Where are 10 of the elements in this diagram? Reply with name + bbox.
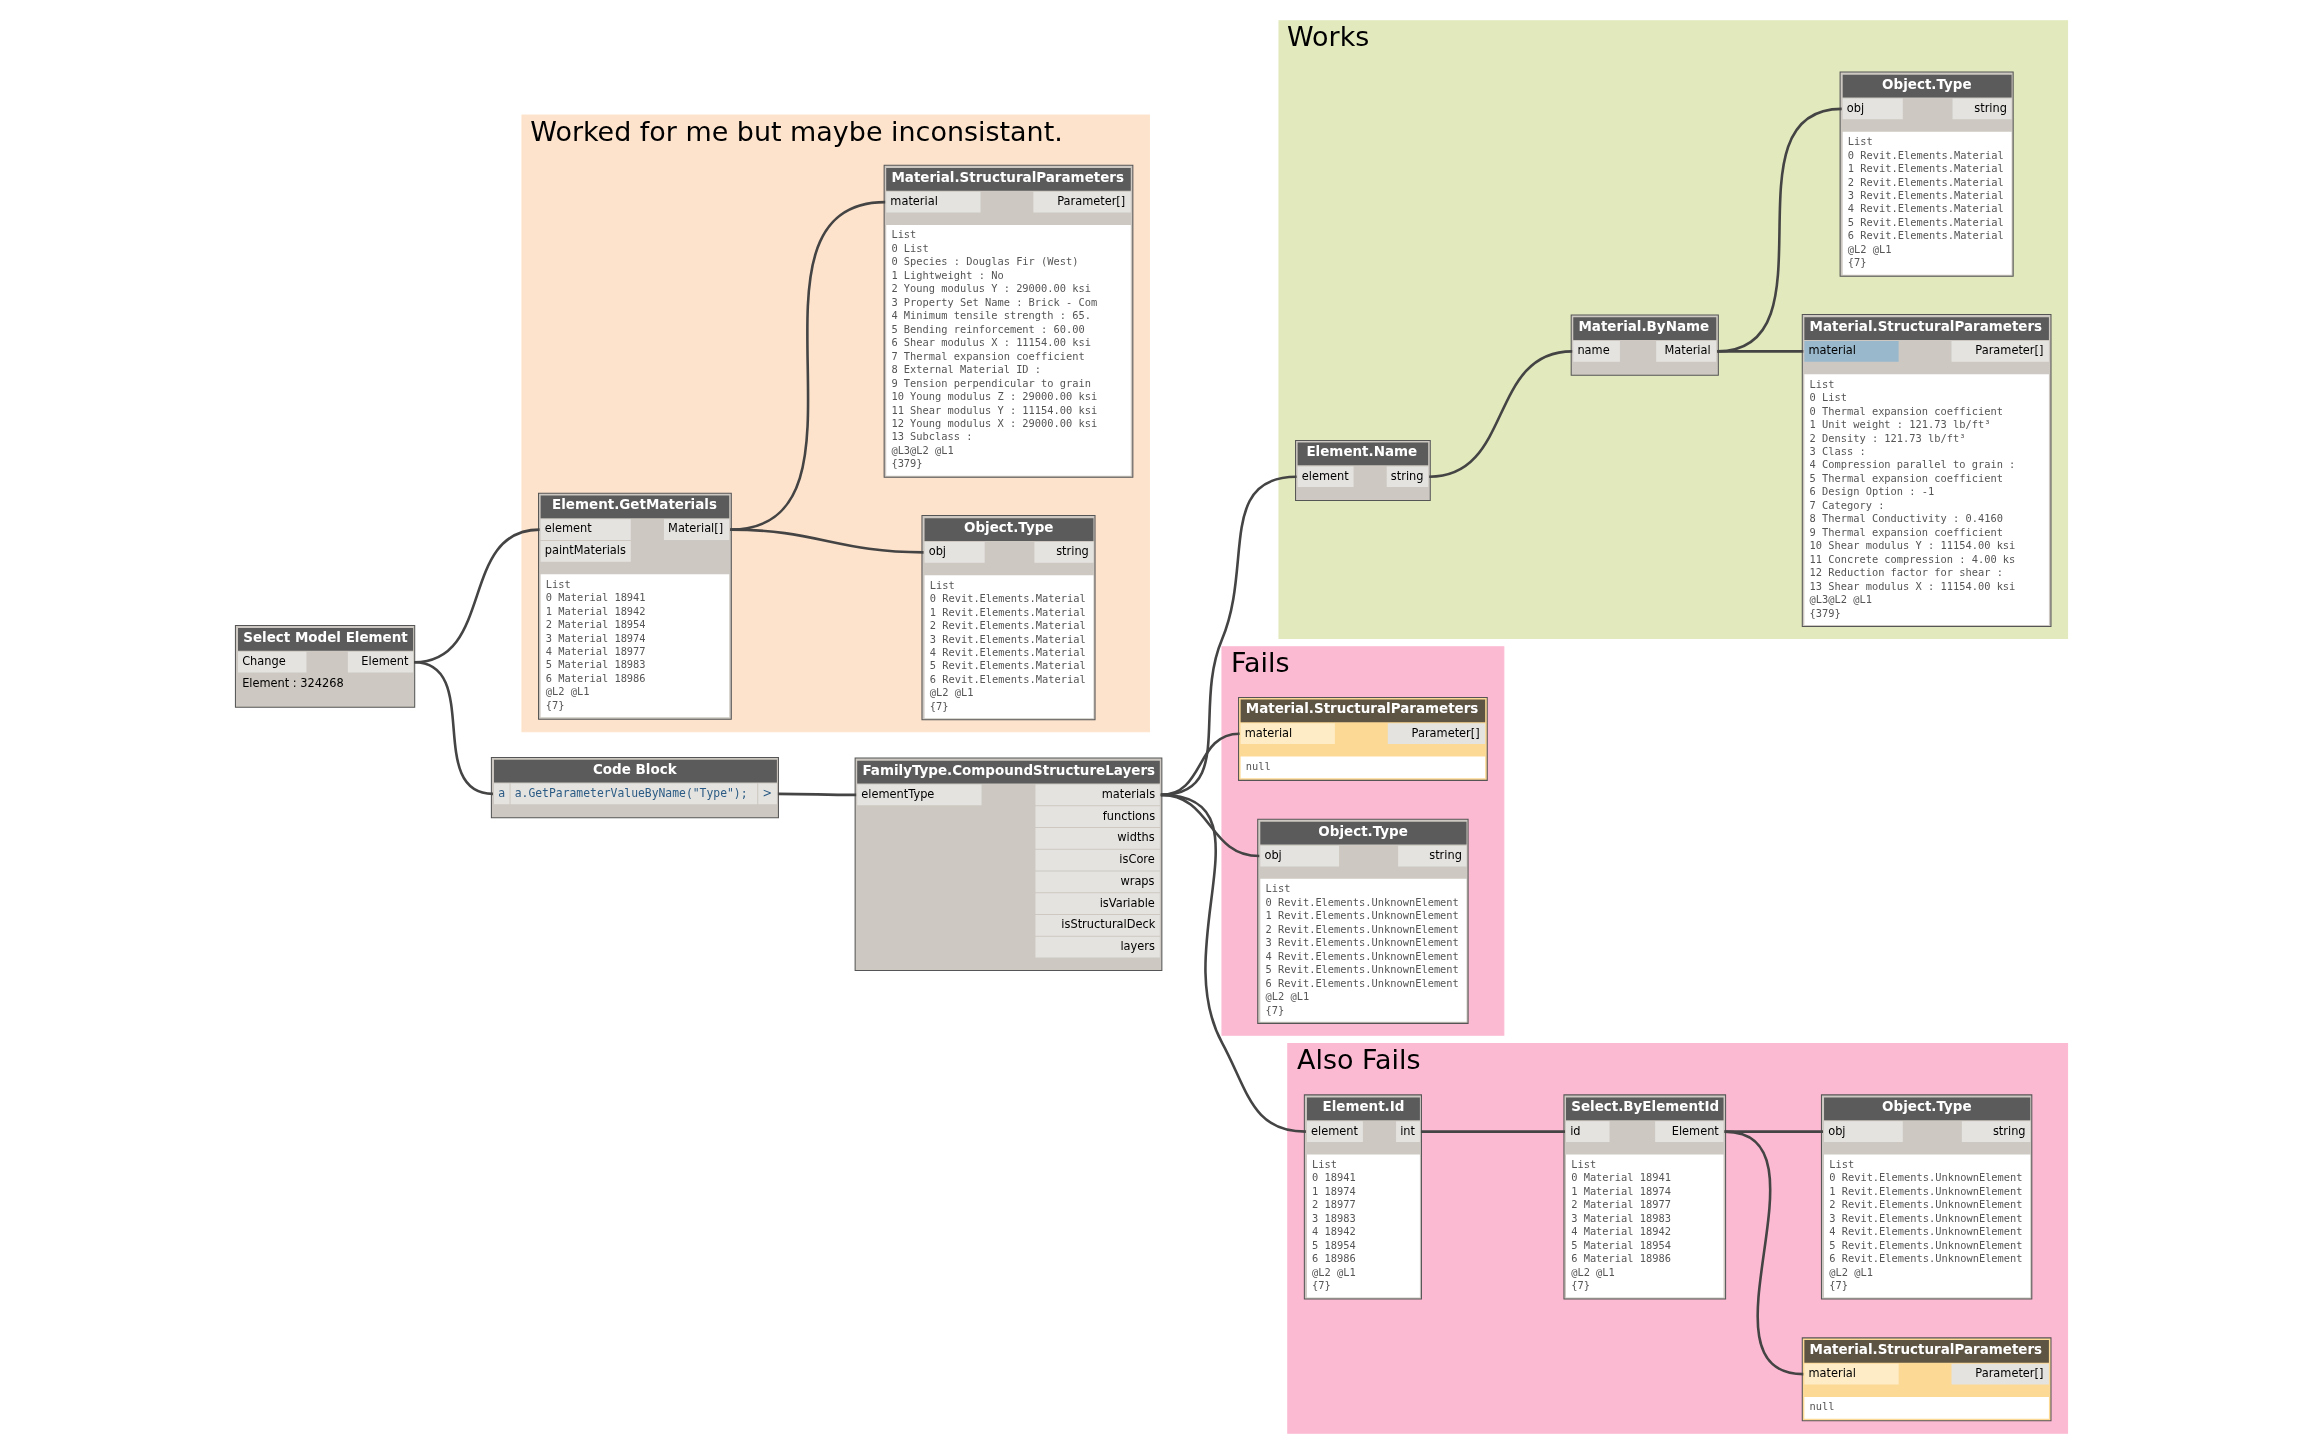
connector [1716, 107, 1842, 353]
connector [1160, 475, 1297, 797]
connector [777, 792, 856, 797]
connector [1160, 793, 1306, 1133]
connector [1724, 1130, 1823, 1133]
connector [1420, 1130, 1565, 1133]
connector [1160, 732, 1240, 797]
connector [1428, 350, 1572, 479]
connector [729, 200, 885, 531]
connector [413, 660, 493, 796]
